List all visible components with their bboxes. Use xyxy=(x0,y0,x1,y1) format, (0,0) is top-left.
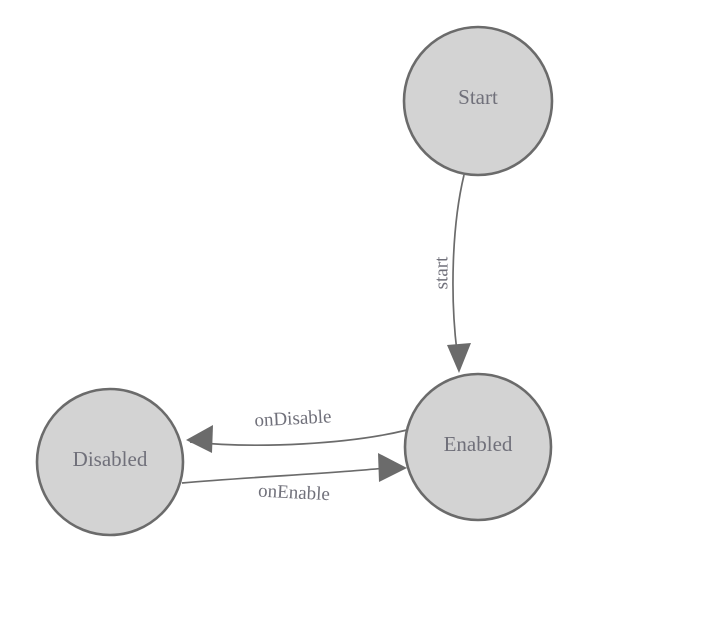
node-start-label: Start xyxy=(458,85,498,109)
edge-disabled-to-enabled-path xyxy=(181,467,386,484)
edge-disabled-to-enabled-arrowhead xyxy=(378,453,407,482)
node-disabled-label: Disabled xyxy=(73,447,148,471)
node-start[interactable]: Start xyxy=(402,25,554,177)
edge-enabled-to-disabled-arrowhead xyxy=(186,425,213,453)
node-disabled-circle xyxy=(35,387,185,537)
node-disabled[interactable]: Disabled xyxy=(35,387,185,537)
edge-disabled-to-enabled[interactable]: onEnable xyxy=(181,453,407,505)
node-start-circle xyxy=(402,25,554,177)
edge-start-to-enabled-arrowhead xyxy=(447,343,471,373)
node-enabled-circle xyxy=(403,372,553,522)
edge-start-to-enabled-path xyxy=(452,174,465,353)
edge-enabled-to-disabled[interactable]: onDisable xyxy=(186,406,408,453)
edge-label-onenable: onEnable xyxy=(258,480,331,505)
edge-start-to-enabled[interactable]: start xyxy=(431,174,471,373)
edge-enabled-to-disabled-path xyxy=(189,429,408,446)
node-enabled[interactable]: Enabled xyxy=(403,372,553,522)
edge-label-ondisable: onDisable xyxy=(254,406,332,431)
node-enabled-label: Enabled xyxy=(444,432,513,456)
edge-label-start: start xyxy=(431,256,452,289)
